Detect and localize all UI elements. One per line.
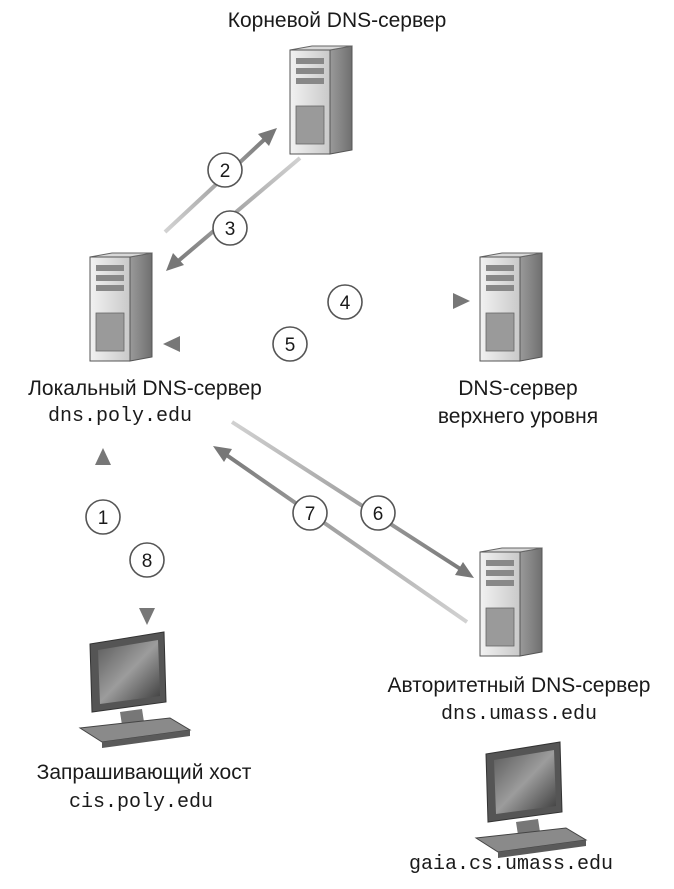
step-number-6: 6 [373,504,384,525]
step-number-8: 8 [142,551,153,572]
step-circle-5: 5 [272,326,308,362]
local-server-host: dns.poly.edu [47,405,193,428]
server-tower-icon [479,547,543,657]
step-number-7: 7 [305,504,316,525]
step-number-2: 2 [220,161,231,182]
target-host: gaia.cs.umass.edu [408,853,614,876]
arrow-step-8 [139,452,155,625]
arrow-step-1 [95,448,111,622]
server-tower-icon [89,252,153,362]
tld-server-label-line1: DNS-сервер [458,377,578,400]
arrow-step-7 [213,446,469,624]
step-number-4: 4 [340,293,351,314]
root-server-label: Корневой DNS-сервер [227,9,447,32]
step-circle-2: 2 [207,152,243,188]
arrow-step-5 [163,336,466,352]
auth-server-label: Авторитетный DNS-сервер [387,674,651,697]
step-circle-3: 3 [212,210,248,246]
step-number-1: 1 [98,508,109,529]
step-number-3: 3 [225,219,236,240]
step-circle-1: 1 [85,499,121,535]
step-number-5: 5 [285,335,296,356]
requester-host: cis.poly.edu [68,791,214,814]
server-tower-icon [479,252,543,362]
desktop-computer-icon [474,741,588,858]
server-tower-icon [289,45,353,155]
arrow-step-4 [158,293,470,309]
arrow-step-6 [230,420,474,578]
local-server-label: Локальный DNS-сервер [28,377,262,400]
requester-label: Запрашивающий хост [36,761,252,784]
step-circle-8: 8 [129,542,165,578]
arrow-step-3 [166,156,302,271]
auth-server-host: dns.umass.edu [440,703,598,726]
desktop-computer-icon [78,631,192,748]
step-circle-6: 6 [360,495,396,531]
step-circle-4: 4 [327,284,363,320]
tld-server-label-line2: верхнего уровня [437,405,599,428]
step-circle-7: 7 [292,495,328,531]
